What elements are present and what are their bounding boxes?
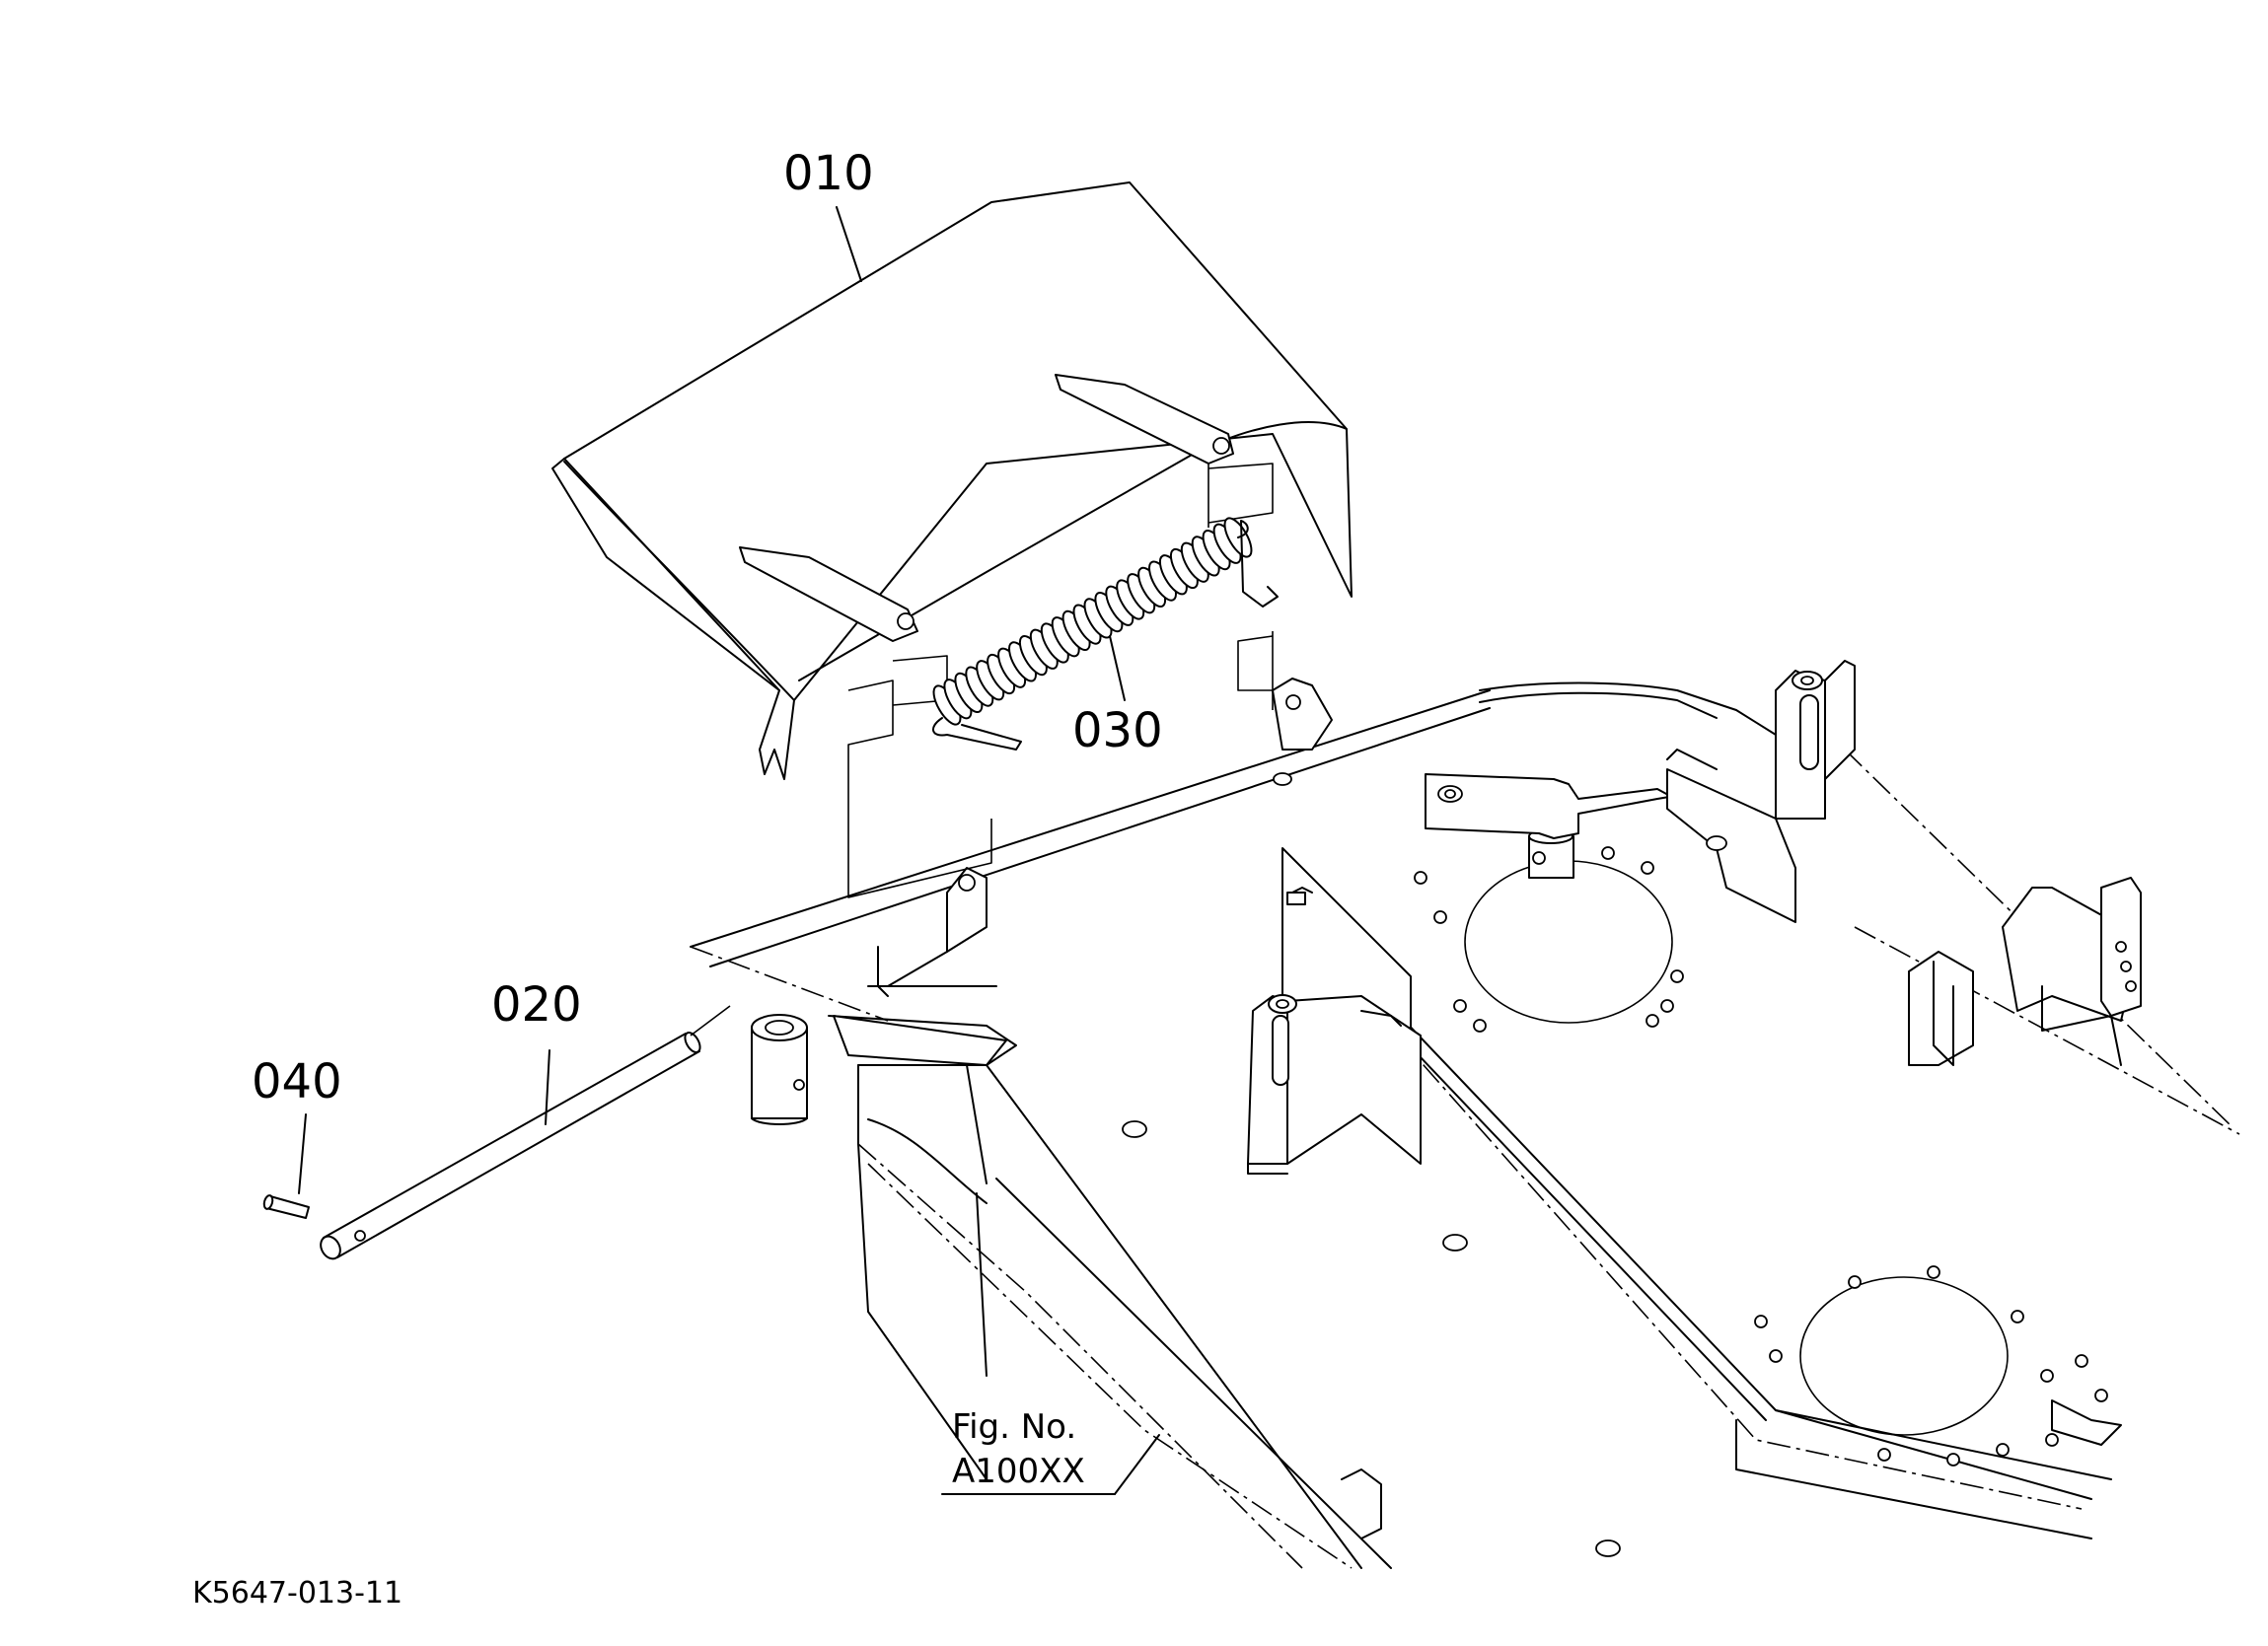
drawing-code: K5647-013-11: [192, 1576, 402, 1610]
callout-040: 040: [252, 1054, 342, 1109]
part-040-spring-pin: [262, 1194, 310, 1219]
mower-deck-frame: [690, 660, 2240, 1569]
callout-030: 030: [1072, 703, 1163, 758]
part-020-pivot-shaft: [320, 1005, 731, 1260]
figure-ref-line1: Fig. No.: [952, 1407, 1076, 1447]
pivot-bushing: [751, 1014, 808, 1125]
switch-block: [2002, 877, 2142, 1066]
right-spindle-opening: [1754, 1265, 2122, 1467]
callout-010: 010: [783, 146, 874, 201]
right-fork-bracket: [1666, 660, 1856, 923]
spring-hook: [932, 717, 1022, 751]
part-010-deflector-cover: [551, 181, 1353, 780]
part-030-spring: [932, 517, 1279, 751]
u-bracket: [1908, 951, 1974, 1066]
callout-020: 020: [491, 977, 582, 1033]
bracket-phantom-outline: [847, 463, 1274, 898]
leader-lines: [298, 206, 1160, 1495]
figure-ref-line2: A100XX: [952, 1452, 1085, 1491]
spring-hook: [1237, 520, 1279, 608]
center-fork-bracket: [1247, 994, 1422, 1175]
